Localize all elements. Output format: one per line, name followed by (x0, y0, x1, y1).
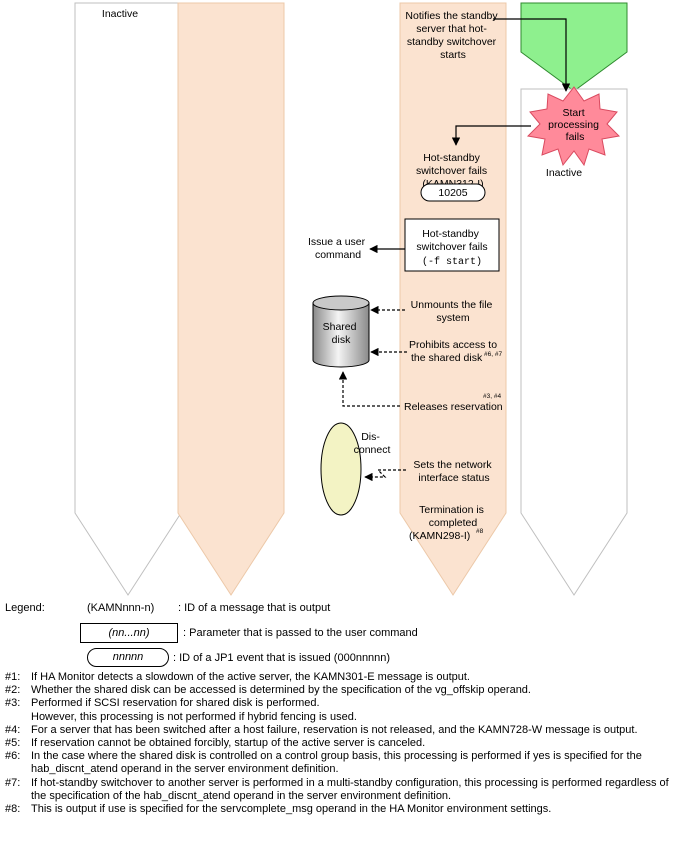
footnote-item: #8: This is output if use is specified fo… (5, 803, 680, 816)
notify-standby-text: Notifies the standby server that hot- st… (405, 10, 500, 61)
prohibit-footnote: #6, #7 (484, 351, 502, 358)
lane-standby-server (520, 88, 628, 596)
footnote-item: #3: Performed if SCSI reservation for sha… (5, 697, 680, 710)
footnote-text: If reservation cannot be obtained forcib… (31, 737, 426, 750)
event-id: 10205 (438, 187, 467, 199)
left-lane-label: Inactive (102, 8, 138, 20)
network-arrow (364, 469, 406, 482)
legend-title: Legend: (5, 602, 45, 614)
release-text: Releases reservation (404, 401, 503, 413)
legend-param-desc: : Parameter that is passed to the user c… (183, 627, 418, 639)
termination-footnote: #8 (476, 528, 484, 535)
event-oval (420, 183, 486, 202)
footnote-id: #5: (5, 737, 21, 750)
footnote-id: #2: (5, 684, 21, 697)
footnote-item: #2: Whether the shared disk can be access… (5, 684, 680, 697)
footnote-item: #5: If reservation cannot be obtained for… (5, 737, 680, 750)
termination-msg: (KAMN298-I) (409, 530, 470, 542)
legend-param-symbol: (nn...nn) (80, 623, 178, 643)
user-command-box (404, 218, 500, 272)
termination-text: Termination is completed (419, 504, 487, 529)
notify-arrow (493, 18, 571, 92)
footnote-id: #4: (5, 723, 21, 736)
user-command-text: Hot-standby switchover fails (416, 228, 487, 253)
legend-event-desc: : ID of a JP1 event that is issued (000n… (173, 652, 391, 664)
network-text: Sets the network interface status (413, 459, 494, 484)
release-arrow (338, 371, 400, 407)
footnote-text: Whether the shared disk can be accessed … (31, 684, 531, 697)
release-footnote: #3, #4 (483, 393, 501, 400)
unmount-text: Unmounts the file system (411, 299, 496, 324)
footnote-id: #7: (5, 776, 21, 789)
footnote-item: #6: In the case where the shared disk is … (5, 750, 680, 776)
footnote-text: For a server that has been switched afte… (31, 723, 638, 736)
footnotes: #1: If HA Monitor detects a slowdown of t… (5, 671, 680, 816)
prohibit-text-line2: the shared disk (411, 352, 483, 364)
footnote-text: If HA Monitor detects a slowdown of the … (31, 671, 470, 683)
flow-diagram: Inactive Notifies the standby server tha… (74, 2, 628, 596)
legend-message-symbol: (KAMNnnn-n) (87, 602, 155, 614)
footnote-id: #3: (5, 697, 21, 710)
footnote-id: #1: (5, 671, 21, 683)
footnote-item: #1: If HA Monitor detects a slowdown of t… (5, 671, 680, 684)
prohibit-text: Prohibits access to (409, 339, 497, 351)
footnote-id: #6: (5, 750, 21, 763)
network-oval (320, 422, 362, 516)
disconnect-text: Dis- connect (354, 431, 391, 456)
legend-message-desc: : ID of a message that is output (178, 602, 331, 614)
footnote-text: This is output if use is specified for t… (31, 803, 552, 816)
fail-notice-arrow (451, 125, 531, 146)
shared-disk-icon (312, 295, 370, 368)
user-command-param: (-f start) (422, 256, 482, 268)
lane-active-center (177, 2, 285, 596)
shared-disk-label: Shared disk (323, 321, 360, 346)
footnote-text: If hot-standby switchover to another ser… (31, 776, 669, 802)
footnote-text: Performed if SCSI reservation for shared… (31, 697, 320, 710)
footnote-item: #7: If hot-standby switchover to another … (5, 777, 680, 803)
footnote-id (5, 711, 31, 724)
issue-command-text: Issue a user command (308, 236, 368, 261)
right-lane-label: Inactive (546, 167, 582, 179)
footnote-text: In the case where the shared disk is con… (31, 750, 642, 776)
start-fail-burst (526, 86, 621, 167)
lane-active-server (399, 2, 507, 596)
footnote-text: However, this processing is not performe… (31, 710, 357, 723)
legend-event-symbol: nnnnn (87, 648, 169, 667)
start-fail-text: Start processing fails (548, 107, 602, 143)
footnote-item: However, this processing is not performe… (5, 711, 680, 724)
footnote-item: #4: For a server that has been switched a… (5, 724, 680, 737)
footnote-id: #8: (5, 803, 21, 816)
lane-left-inactive (74, 2, 182, 596)
lane-standby-top (520, 2, 628, 92)
